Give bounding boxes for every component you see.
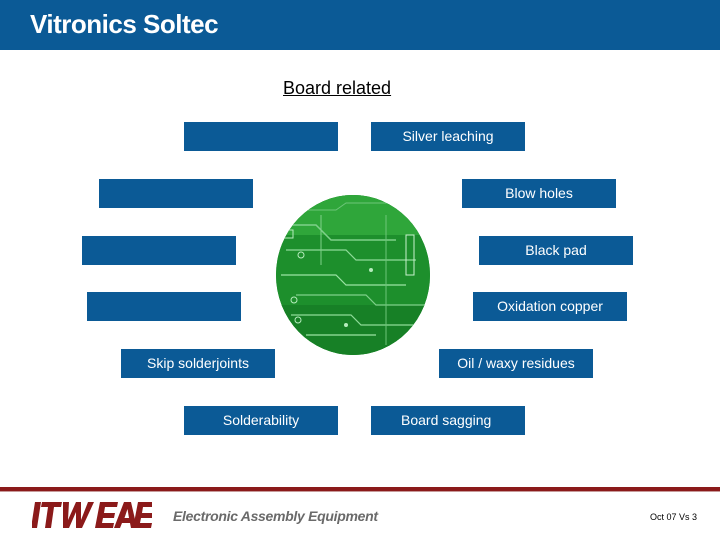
- left-box-2: [99, 179, 253, 208]
- slide-title: Board related: [283, 78, 392, 98]
- right-box-silver-leaching: Silver leaching: [371, 122, 525, 151]
- version-label: Oct 07 Vs 3: [650, 512, 698, 522]
- right-box-blow-holes: Blow holes: [462, 179, 616, 208]
- left-box-3: [82, 236, 236, 265]
- footer-divider-thin: [0, 491, 720, 492]
- right-box-black-pad: Black pad: [479, 236, 633, 265]
- right-box-oxidation-copper: Oxidation copper: [473, 292, 627, 321]
- left-box-4: [87, 292, 241, 321]
- left-box-skip-solderjoints: Skip solderjoints: [121, 349, 275, 378]
- right-box-board-sagging: Board sagging: [371, 406, 525, 435]
- itw-eae-logo: [32, 502, 152, 528]
- left-box-solderability: Solderability: [184, 406, 338, 435]
- pcb-board-image: [276, 195, 430, 355]
- vitronics-soltec-logo: Vitronics Soltec: [30, 9, 219, 39]
- footer-divider: [0, 487, 720, 491]
- footer-tagline: Electronic Assembly Equipment: [173, 508, 378, 524]
- header-bar: Vitronics Soltec: [0, 0, 720, 50]
- left-box-1: [184, 122, 338, 151]
- right-box-oil-waxy-residues: Oil / waxy residues: [439, 349, 593, 378]
